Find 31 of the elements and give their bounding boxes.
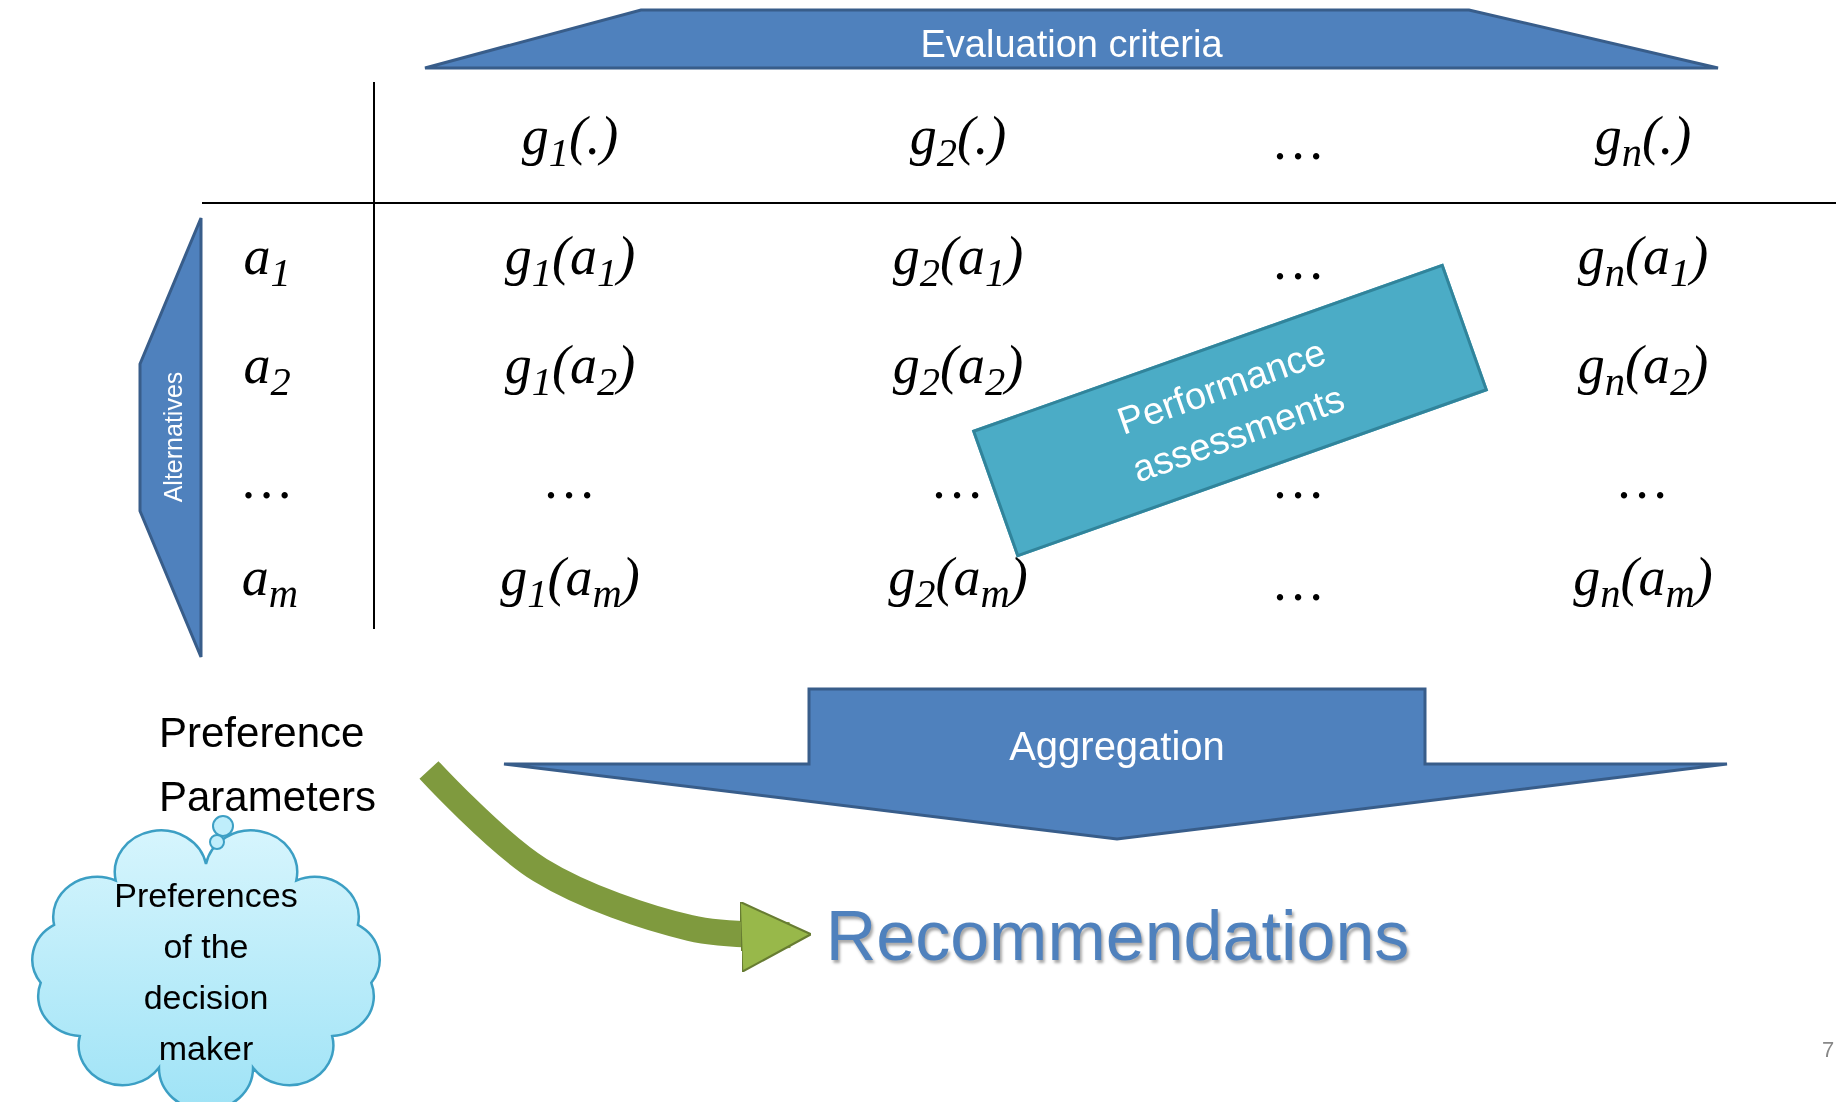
performance-cell: g$_{n}$(a$_{2}$)	[1577, 337, 1709, 403]
alternative-label: a$_{1}$	[243, 228, 291, 294]
alternative-label: a$_{2}$	[243, 337, 291, 403]
curved-arrow	[419, 761, 813, 973]
preference-parameters-text: Preference Parameters	[159, 708, 378, 822]
performance-cell: …	[934, 453, 982, 507]
performance-cell: g$_{n}$(a$_{1}$)	[1577, 228, 1709, 294]
criterion-header: …	[1275, 114, 1323, 168]
performance-cell: g$_{1}$(a$_{1}$)	[504, 228, 636, 294]
performance-cell: …	[1275, 555, 1323, 609]
performance-cell: …	[1275, 453, 1323, 507]
vertical-label: Alternatives	[158, 371, 188, 503]
performance-cell: g$_{2}$(a$_{1}$)	[892, 228, 1024, 294]
criterion-header: g$_{n}$(.)	[1594, 108, 1692, 174]
recommendations-text: Recommendations	[825, 896, 1410, 976]
performance-cell: …	[546, 453, 594, 507]
alternative-label: a$_{m}$	[241, 549, 298, 615]
criterion-header: g$_{1}$(.)	[521, 108, 619, 174]
performance-cell: g$_{n}$(a$_{m}$)	[1573, 549, 1713, 615]
performance-cell: g$_{2}$(a$_{2}$)	[892, 337, 1024, 403]
performance-cell: g$_{1}$(a$_{2}$)	[504, 337, 636, 403]
performance-cell: g$_{2}$(a$_{m}$)	[888, 549, 1028, 615]
cloud-text: Preferences of the decision maker	[113, 875, 299, 1069]
arrow-label: Aggregation	[1009, 723, 1225, 769]
alternative-label: …	[243, 453, 292, 507]
banner-title: Evaluation criteria	[920, 22, 1223, 66]
performance-cell: …	[1275, 234, 1323, 288]
page-number: 7	[1821, 1039, 1835, 1061]
criterion-header: g$_{2}$(.)	[909, 108, 1007, 174]
performance-cell: g$_{1}$(a$_{m}$)	[500, 549, 640, 615]
performance-cell: …	[1619, 453, 1667, 507]
